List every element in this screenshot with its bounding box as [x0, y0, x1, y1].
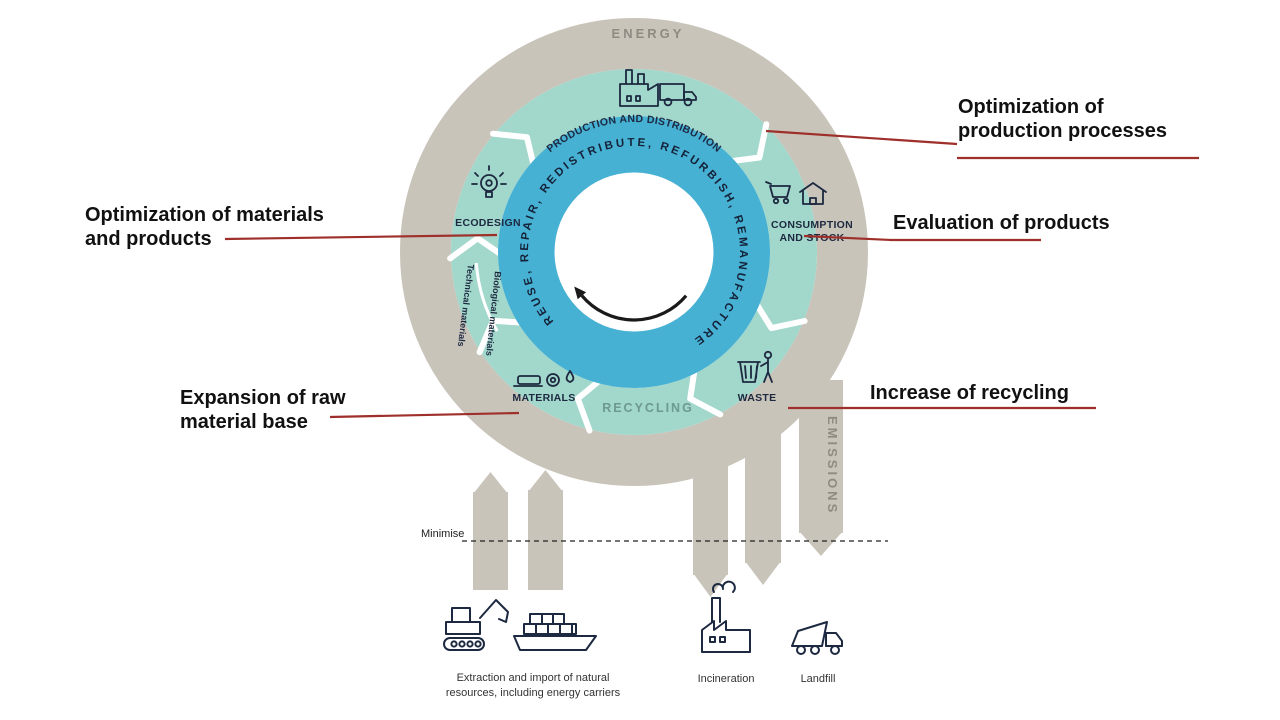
- materials-band-divider: [474, 262, 499, 332]
- segment-divider: [724, 121, 770, 165]
- annotation-raw-material-base: Expansion of raw material base: [180, 386, 420, 435]
- segment-label-waste: WASTE: [738, 392, 777, 404]
- landfill-truck-icon: [791, 621, 843, 655]
- segment-dividers: [447, 121, 808, 434]
- caption-line: resources, including energy carriers: [445, 686, 621, 699]
- excavator-icon: [443, 599, 509, 651]
- annotation-line: [224, 233, 498, 241]
- cargo-ship-icon: [513, 613, 597, 651]
- annotation-text-line: Optimization of materials: [85, 204, 324, 226]
- annotation-recycling: Increase of recycling: [870, 381, 1130, 405]
- cart-house-icon: [765, 181, 827, 205]
- annotation-evaluation: Evaluation of products: [893, 211, 1153, 235]
- annotation-text-line: Increase of recycling: [870, 382, 1069, 404]
- annotation-text-line: Evaluation of products: [893, 212, 1110, 234]
- annotation-lines: [224, 129, 1199, 419]
- ecodesign-bulb-icon: [471, 165, 507, 198]
- annotation-text-line: material base: [180, 411, 308, 434]
- annotation-materials-optimization: Optimization of materials and products: [85, 203, 385, 252]
- emissions-label: EMISSIONS: [825, 416, 840, 515]
- extraction-caption: Extraction and import of natural resourc…: [420, 671, 646, 701]
- segment-divider: [447, 235, 508, 262]
- annotation-line: [803, 234, 1041, 242]
- landfill-caption: Landfill: [800, 673, 836, 685]
- energy-label: ENERGY: [612, 26, 685, 41]
- annotation-text-line: production processes: [958, 120, 1167, 143]
- caption-line: Extraction and import of natural: [456, 672, 610, 684]
- segment-label-consumption-1: CONSUMPTION: [771, 219, 853, 231]
- annotation-line: [765, 129, 958, 146]
- factory-truck-icon: [619, 69, 697, 107]
- segment-divider: [751, 297, 808, 332]
- annotation-text-line: Optimization of: [958, 96, 1104, 118]
- annotation-text-line: and products: [85, 228, 212, 251]
- teal-cycle-ring: [451, 69, 817, 435]
- segment-divider: [574, 375, 606, 434]
- center-circle: [554, 172, 714, 332]
- annotation-text-line: Expansion of raw: [180, 387, 346, 409]
- inner-blue-ring: [498, 116, 770, 388]
- input-arrow: [528, 470, 563, 590]
- outer-energy-ring: [400, 18, 868, 486]
- materials-processing-icon: [513, 370, 575, 387]
- segment-label-ecodesign: ECODESIGN: [455, 217, 521, 229]
- segment-divider: [687, 363, 724, 418]
- center-rotation-arrow: [574, 286, 688, 322]
- input-arrow: [473, 472, 508, 590]
- waste-bin-person-icon: [737, 350, 773, 383]
- segment-divider: [490, 130, 538, 172]
- segment-label-consumption-2: AND STOCK: [780, 232, 845, 244]
- incineration-plant-icon: [701, 580, 751, 653]
- annotation-production-processes: Optimization of production processes: [958, 95, 1238, 144]
- annotation-line: [329, 411, 520, 419]
- segment-label-materials: MATERIALS: [512, 392, 575, 404]
- incineration-caption: Incineration: [697, 673, 755, 685]
- minimise-label: Minimise: [421, 528, 465, 540]
- recycling-label: RECYCLING: [602, 401, 694, 415]
